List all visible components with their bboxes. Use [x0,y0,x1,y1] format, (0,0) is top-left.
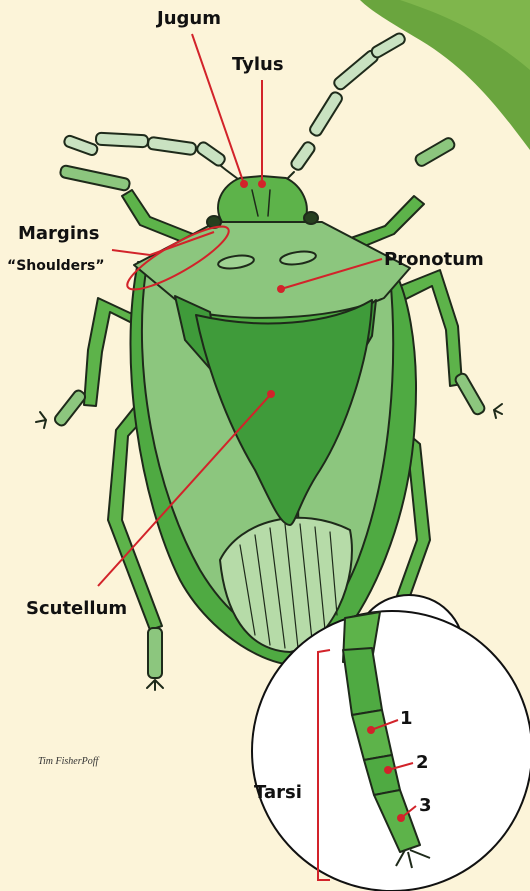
label-tarsi: Tarsi [254,782,302,803]
label-pronotum: Pronotum [384,249,484,270]
label-shoulders: “Shoulders” [7,258,105,274]
label-scutellum: Scutellum [26,598,127,619]
photo-credit: Tim FisherPoff [38,756,98,767]
label-segment-1: 1 [400,708,413,729]
label-jugum: Jugum [157,8,221,29]
label-segment-3: 3 [419,795,432,816]
right-antenna [284,32,407,182]
label-margins: Margins [18,223,100,244]
label-tylus: Tylus [232,54,284,75]
label-segment-2: 2 [416,752,429,773]
